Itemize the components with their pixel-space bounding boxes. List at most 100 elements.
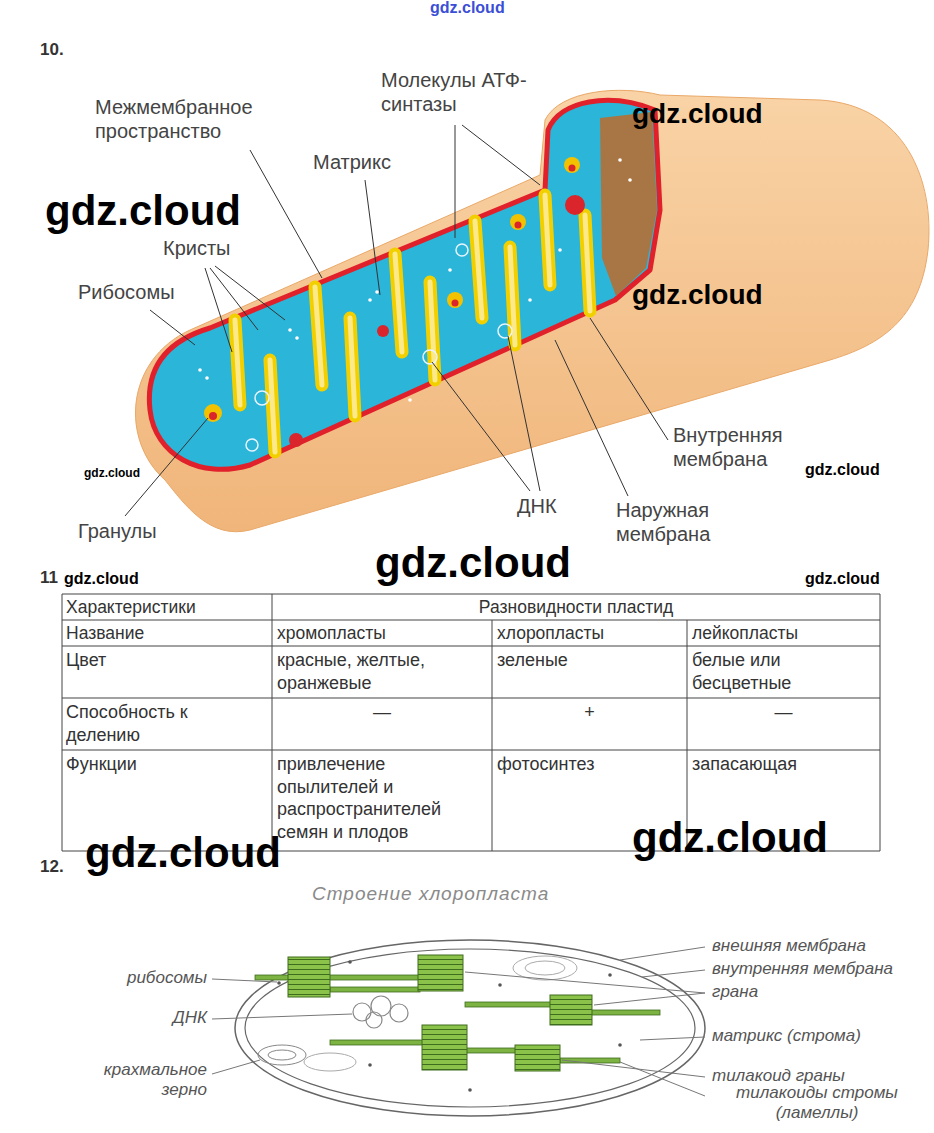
ribosome-dot xyxy=(558,248,562,252)
table-grid xyxy=(62,750,880,751)
leader-line xyxy=(620,947,705,960)
granule xyxy=(569,165,576,172)
table-grid xyxy=(272,594,273,851)
watermark: gdz.cloud xyxy=(84,467,140,479)
stroma-lamella xyxy=(330,987,420,992)
starch-grain xyxy=(258,1045,306,1065)
table-grid xyxy=(62,620,880,621)
part-label: Наружная мембрана xyxy=(616,498,756,546)
cristae xyxy=(585,215,590,311)
granule xyxy=(510,214,526,230)
cristae xyxy=(315,287,322,385)
thylakoid-ellipse xyxy=(513,956,577,980)
cristae xyxy=(350,318,355,416)
granule xyxy=(447,292,463,308)
part-label: тилакоиды стромы (ламеллы) xyxy=(722,1083,912,1124)
ribosome-dot xyxy=(448,268,452,272)
ribosome-dot xyxy=(368,298,372,302)
cristae xyxy=(235,195,590,452)
leader-line xyxy=(455,125,456,238)
thylakoid-ellipse xyxy=(304,1053,356,1071)
table-cell: привлечение опылителей и распространител… xyxy=(277,753,487,843)
cristae xyxy=(315,287,322,385)
part-label: рибосомы xyxy=(87,968,207,988)
red-body xyxy=(289,433,303,447)
table-grid xyxy=(62,594,63,851)
table-cell: — xyxy=(272,701,492,724)
ribosome-dot xyxy=(368,1063,372,1067)
thylakoid-ellipse xyxy=(304,956,577,1071)
table-cell: лейкопласты xyxy=(692,623,875,645)
thylakoid-ellipse xyxy=(525,961,565,975)
part-label: Рибосомы xyxy=(78,280,175,304)
granule xyxy=(209,412,217,420)
chloroplast-dna xyxy=(353,996,408,1028)
cristae xyxy=(475,221,482,318)
watermark: gdz.cloud xyxy=(64,571,139,587)
mitochondrion xyxy=(135,90,928,531)
granum xyxy=(288,957,330,997)
stroma-lamella xyxy=(590,1010,660,1015)
ribosome-dot xyxy=(295,336,299,340)
leader-line xyxy=(125,125,668,516)
figure-number: 10. xyxy=(40,40,64,60)
watermark: gdz.cloud xyxy=(430,0,505,16)
cristae xyxy=(270,360,275,452)
watermark: gdz.cloud xyxy=(45,190,241,232)
part-label: ДНК xyxy=(87,1008,207,1028)
watermark: gdz.cloud xyxy=(632,817,828,859)
watermark: gdz.cloud xyxy=(805,571,880,587)
ribosome-dot xyxy=(468,1088,472,1092)
cristae xyxy=(475,221,482,318)
figure-number: 12. xyxy=(40,857,64,877)
part-label: внутренняя мембрана xyxy=(712,959,893,979)
part-label: Кристы xyxy=(163,236,230,260)
dna-loop xyxy=(423,350,437,364)
leader-line xyxy=(594,993,705,1005)
table-cell: красные, желтые, оранжевые xyxy=(277,649,487,694)
table-grid xyxy=(62,594,880,851)
part-label: Молекулы АТФ-синтазы xyxy=(381,68,546,116)
leader-line xyxy=(508,336,540,491)
table-cell: — xyxy=(687,701,880,724)
leader-line xyxy=(212,979,277,982)
red-body xyxy=(565,195,585,215)
figure-title: Строение хлоропласта xyxy=(312,883,549,906)
table-cell: фотосинтез xyxy=(497,753,682,776)
part-label: крахмальное зерно xyxy=(87,1060,207,1101)
part-label: матрикс (строма) xyxy=(712,1026,861,1046)
starch-grain xyxy=(258,1045,306,1065)
table-cell: зеленые xyxy=(497,649,682,672)
watermark: gdz.cloud xyxy=(632,281,763,309)
cristae xyxy=(395,254,402,352)
granum xyxy=(515,1045,560,1071)
leader-line xyxy=(212,1060,260,1074)
dna-loop xyxy=(255,391,269,405)
granum xyxy=(422,1025,467,1070)
dna-loop xyxy=(498,324,512,338)
ribosome-dot xyxy=(628,178,632,182)
cut-wall xyxy=(600,112,657,296)
figure-number: 11 xyxy=(40,568,58,588)
leader-line xyxy=(432,362,530,491)
starch-grain xyxy=(268,1050,296,1060)
table-cell: Название xyxy=(66,623,266,645)
leader-line xyxy=(465,972,705,993)
stroma-lamella xyxy=(465,1002,555,1007)
leader-line xyxy=(215,266,285,320)
chloroplast-dna xyxy=(390,1004,408,1022)
part-label: Гранулы xyxy=(78,519,157,543)
part-label: Межмембранное пространство xyxy=(95,95,295,143)
leader-line xyxy=(590,318,668,440)
stroma-lamella xyxy=(330,1040,425,1045)
leader-line xyxy=(642,970,705,977)
leader-line xyxy=(150,310,195,345)
dna-loop xyxy=(246,244,512,451)
cristae xyxy=(235,195,590,452)
leader-line xyxy=(212,1014,352,1019)
table-cell: хлоропласты xyxy=(497,623,682,645)
table-grid xyxy=(492,620,493,851)
stroma-lamella xyxy=(465,1048,520,1053)
ribosome-dot xyxy=(198,368,202,372)
